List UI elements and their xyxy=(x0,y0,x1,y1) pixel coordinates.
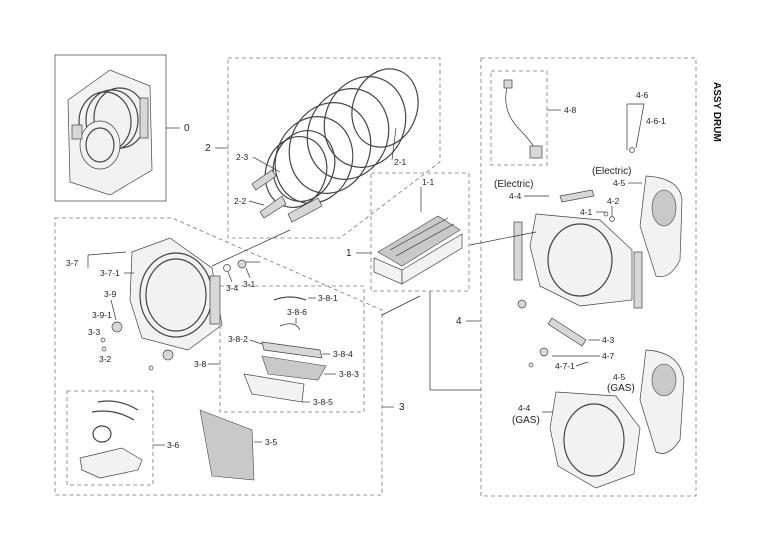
roller-parts xyxy=(100,321,174,371)
callout-3-8-6: 3-8-6 xyxy=(287,307,307,317)
thermostat-parts xyxy=(223,259,260,272)
callout-4-7: 4-7 xyxy=(602,351,615,361)
callout-3-7-1: 3-7-1 xyxy=(100,268,120,278)
group-2-drum: 2 2-1 2-3 2-2 xyxy=(205,57,441,239)
callout-4-7-1: 4-7-1 xyxy=(555,361,575,371)
callout-3-7: 3-7 xyxy=(66,258,79,268)
callout-3-2: 3-2 xyxy=(99,354,112,364)
note-electric-a: (Electric) xyxy=(592,166,631,177)
callout-3-9-1: 3-9-1 xyxy=(92,310,112,320)
front-frame xyxy=(129,237,223,351)
callout-4-5-gas: 4-5 xyxy=(613,372,626,382)
group-connector-lines xyxy=(211,229,537,391)
front-bracket-3-5 xyxy=(199,409,255,481)
rear-panel-electric xyxy=(513,213,643,309)
callout-2-2: 2-2 xyxy=(234,196,247,206)
callout-4-5-electric: 4-5 xyxy=(613,178,626,188)
callout-3-8: 3-8 xyxy=(194,359,207,369)
callout-1: 1 xyxy=(346,248,352,259)
felt-seal-rings xyxy=(264,130,336,208)
callout-3-9: 3-9 xyxy=(104,289,117,299)
callout-2-3: 2-3 xyxy=(236,152,249,162)
callout-4-1: 4-1 xyxy=(580,207,593,217)
group-4-8-harness: 4-8 xyxy=(490,70,577,166)
diagram-title: ASSY DRUM xyxy=(711,82,722,142)
lint-filter xyxy=(373,215,463,285)
note-electric-b: (Electric) xyxy=(494,179,533,190)
complete-assembly-box: 0 xyxy=(54,54,190,202)
callout-3-8-2: 3-8-2 xyxy=(228,334,248,344)
callout-2-1: 2-1 xyxy=(394,157,407,167)
callout-4-6: 4-6 xyxy=(636,90,649,100)
callout-3: 3 xyxy=(399,402,405,413)
note-gas-a: (GAS) xyxy=(607,383,635,394)
callout-2: 2 xyxy=(205,143,211,154)
callout-3-8-3-text: 3-8-3 xyxy=(339,369,359,379)
callout-3-8-4: 3-8-4 xyxy=(333,349,353,359)
callout-0: 0 xyxy=(184,123,190,134)
callout-4-3: 4-3 xyxy=(602,335,615,345)
callout-3-6: 3-6 xyxy=(167,440,180,450)
callout-4-6-1: 4-6-1 xyxy=(646,116,666,126)
callout-4-2: 4-2 xyxy=(607,196,620,206)
callout-3-8-5: 3-8-5 xyxy=(313,397,333,407)
screw-4-6 xyxy=(626,103,645,153)
callout-4-4-gas: 4-4 xyxy=(518,403,531,413)
callout-3-8-1: 3-8-1 xyxy=(318,293,338,303)
heater-electric xyxy=(639,175,683,277)
group-1-filter: 1 1-1 xyxy=(346,172,470,292)
callout-4: 4 xyxy=(456,316,462,327)
group-3-8-duct: 3-8 3-8-1 3-8-6 3-8-2 3-8-4 3-8-3 3-8-5 xyxy=(194,285,365,413)
group-3-6-door-parts: 3-6 xyxy=(66,390,180,486)
drum-rings xyxy=(274,68,419,204)
drum-baffles xyxy=(251,169,323,223)
group-4-rear: 4 4-8 4-6 4-6-1 (Electric) 4-5 (Electric… xyxy=(456,57,697,497)
callout-4-4-electric: 4-4 xyxy=(509,191,522,201)
callout-3-5: 3-5 xyxy=(265,437,278,447)
callout-4-8: 4-8 xyxy=(564,105,577,115)
group-3-front: 3 3-7 3-7-1 3-4 3-1 3-9 3-9- xyxy=(54,217,405,496)
callout-1-1: 1-1 xyxy=(422,177,435,187)
heater-gas xyxy=(639,349,685,454)
callout-3-3: 3-3 xyxy=(88,327,101,337)
rear-panel-gas xyxy=(549,391,641,489)
callout-3-4: 3-4 xyxy=(226,283,239,293)
assembly-thumbnail xyxy=(67,69,153,196)
note-gas-b: (GAS) xyxy=(512,415,540,426)
callout-3-1: 3-1 xyxy=(243,279,256,289)
